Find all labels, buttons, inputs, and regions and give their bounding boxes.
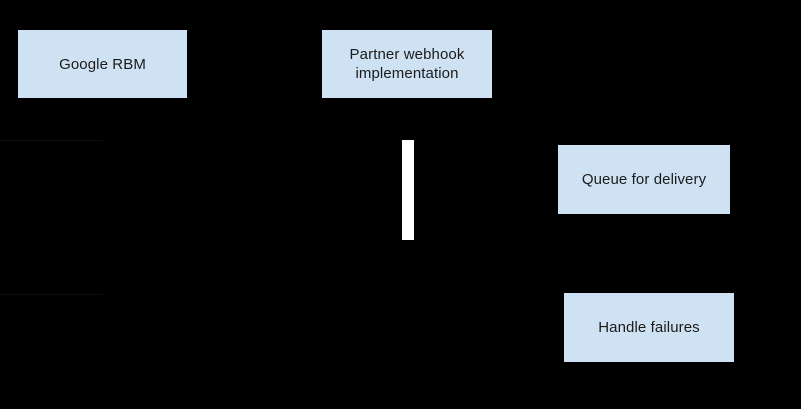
connector-webhook-down-segment: [402, 140, 414, 240]
connector-left-rail-upper: [0, 140, 103, 141]
diagram-node-google-rbm[interactable]: Google RBM: [18, 30, 187, 98]
diagram-node-label: Handle failures: [598, 319, 700, 336]
connector-left-rail-lower: [0, 294, 103, 295]
diagram-node-partner-webhook-implementation[interactable]: Partner webhook implementation: [322, 30, 492, 98]
diagram-node-handle-failures[interactable]: Handle failures: [564, 293, 734, 362]
diagram-node-queue-for-delivery[interactable]: Queue for delivery: [558, 145, 730, 214]
diagram-node-label: Partner webhook implementation: [349, 46, 465, 82]
diagram-node-label: Queue for delivery: [581, 171, 707, 188]
diagram-node-label: Google RBM: [59, 55, 146, 73]
